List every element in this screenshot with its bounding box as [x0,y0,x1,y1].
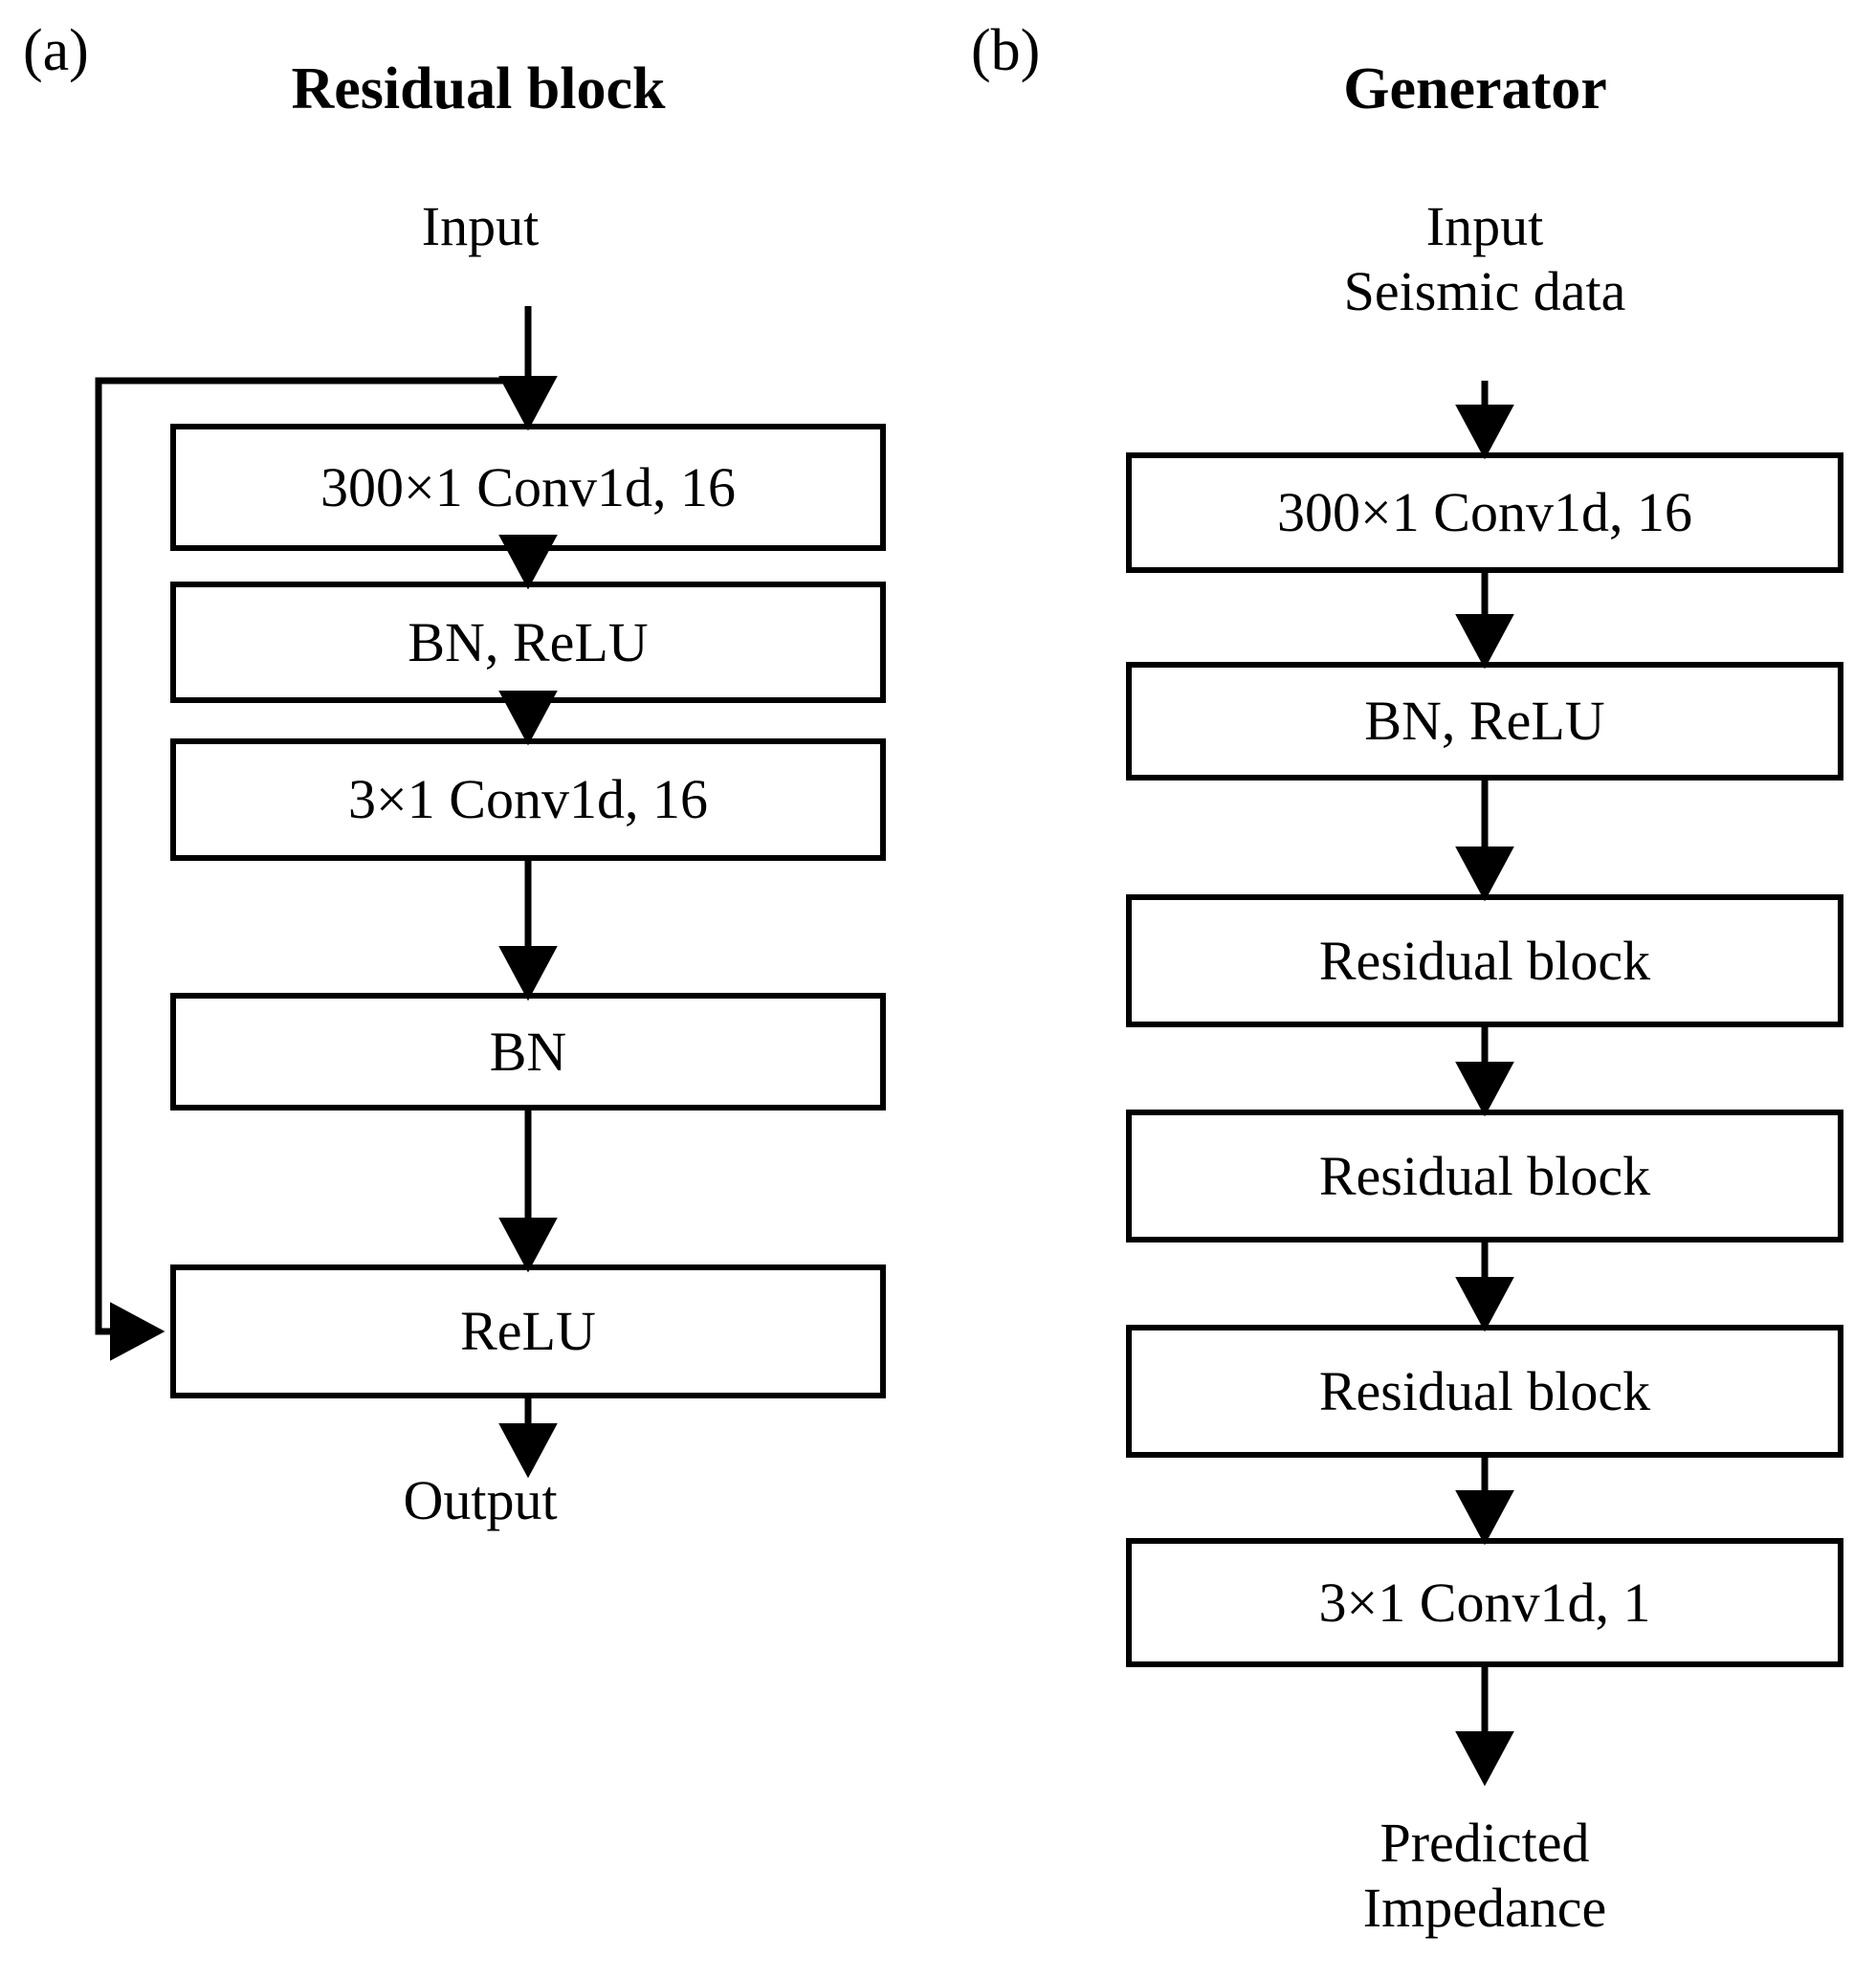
panel-a-node-conv300[interactable]: 300×1 Conv1d, 16 [170,424,886,551]
panel-b-node-bn-relu-label: BN, ReLU [1364,690,1605,752]
panel-b-node-conv3[interactable]: 3×1 Conv1d, 1 [1126,1538,1843,1667]
panel-b-title: Generator [1343,56,1607,121]
panel-a-node-bn-relu[interactable]: BN, ReLU [170,582,886,703]
panel-b-node-resblock-3[interactable]: Residual block [1126,1325,1843,1458]
panel-a-node-relu-label: ReLU [460,1300,596,1362]
panel-b-node-conv300[interactable]: 300×1 Conv1d, 16 [1126,452,1843,573]
panel-b-node-resblock-2[interactable]: Residual block [1126,1110,1843,1242]
panel-a-node-conv300-label: 300×1 Conv1d, 16 [320,455,736,518]
panel-a-input-label: Input [421,195,540,257]
panel-a-title: Residual block [291,56,666,121]
panel-b-node-conv3-label: 3×1 Conv1d, 1 [1318,1571,1651,1634]
panel-a-node-bn-relu-label: BN, ReLU [408,610,649,673]
panel-b-node-resblock-3-label: Residual block [1318,1359,1651,1422]
panel-a-node-bn[interactable]: BN [170,993,886,1110]
panel-b-node-resblock-1[interactable]: Residual block [1126,894,1843,1027]
panel-b-node-resblock-2-label: Residual block [1318,1144,1651,1207]
panel-a-tag: (a) [23,18,89,83]
panel-b-node-bn-relu[interactable]: BN, ReLU [1126,662,1843,781]
panel-a-node-relu[interactable]: ReLU [170,1264,886,1398]
panel-a-node-conv3-label: 3×1 Conv1d, 16 [348,768,708,830]
panel-b-input-label: Input Seismic data [1343,195,1626,323]
panel-b-node-conv300-label: 300×1 Conv1d, 16 [1277,481,1692,543]
panel-b-output-label: Predicted Impedance [1362,1812,1607,1940]
panel-b-node-resblock-1-label: Residual block [1318,929,1651,992]
panel-b-tag: (b) [971,18,1041,83]
panel-a-node-bn-label: BN [489,1020,567,1083]
panel-a-output-label: Output [403,1469,558,1531]
panel-a-node-conv3[interactable]: 3×1 Conv1d, 16 [170,738,886,861]
